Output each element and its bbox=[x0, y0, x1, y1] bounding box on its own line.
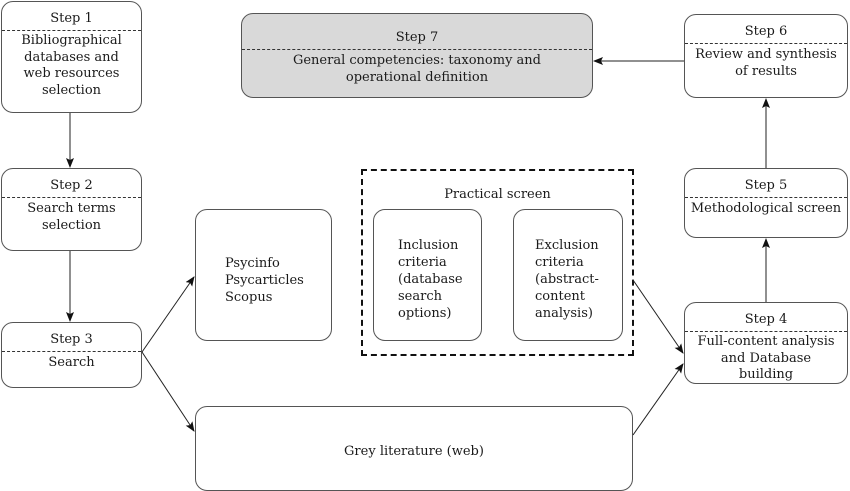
step1-box: Step 1 Bibliographical databases and web… bbox=[1, 1, 142, 113]
step3-body: Search bbox=[48, 355, 95, 370]
databases-box: Psycinfo Psycarticles Scopus bbox=[195, 209, 332, 341]
step7-body: General competencies: taxonomy and opera… bbox=[292, 53, 542, 85]
arrow-grey-literature-to-step4 bbox=[632, 363, 684, 436]
step2-body: Search terms selection bbox=[27, 201, 116, 233]
exclusion-criteria-box: Exclusion criteria (abstract-content ana… bbox=[513, 209, 623, 341]
step4-body: Full-content analysis and Database build… bbox=[697, 334, 835, 382]
step6-title: Step 6 bbox=[685, 15, 847, 44]
databases-list: Psycinfo Psycarticles Scopus bbox=[225, 255, 304, 306]
step6-box: Step 6 Review and synthesis of results bbox=[684, 14, 848, 98]
grey-literature-box: Grey literature (web) bbox=[195, 406, 633, 491]
database-psycinfo: Psycinfo bbox=[225, 256, 280, 271]
arrow-step3-to-databases bbox=[141, 276, 195, 353]
step1-body: Bibliographical databases and web resour… bbox=[21, 33, 122, 98]
database-scopus: Scopus bbox=[225, 290, 273, 305]
step3-title: Step 3 bbox=[2, 323, 141, 352]
practical-screen-frame: Practical screen bbox=[361, 169, 634, 356]
step7-title: Step 7 bbox=[242, 14, 592, 50]
database-psycarticles: Psycarticles bbox=[225, 273, 304, 288]
step5-box: Step 5 Methodological screen bbox=[684, 168, 848, 238]
step2-title: Step 2 bbox=[2, 169, 141, 198]
step7-box: Step 7 General competencies: taxonomy an… bbox=[241, 13, 593, 98]
grey-literature-label: Grey literature (web) bbox=[344, 444, 484, 459]
step3-box: Step 3 Search bbox=[1, 322, 142, 388]
step4-box: Step 4 Full-content analysis and Databas… bbox=[684, 302, 848, 384]
step5-title: Step 5 bbox=[685, 169, 847, 198]
inclusion-criteria-box: Inclusion criteria (database search opti… bbox=[373, 209, 482, 341]
inclusion-criteria-label: Inclusion criteria (database search opti… bbox=[398, 238, 463, 321]
step5-body: Methodological screen bbox=[690, 201, 842, 216]
step1-title: Step 1 bbox=[2, 2, 141, 31]
arrow-practical-screen-to-step4 bbox=[632, 279, 684, 354]
exclusion-criteria-label: Exclusion criteria (abstract-content ana… bbox=[535, 238, 599, 321]
step4-title: Step 4 bbox=[685, 303, 847, 332]
arrow-step3-to-grey-literature bbox=[141, 351, 195, 432]
step6-body: Review and synthesis of results bbox=[695, 47, 837, 79]
practical-screen-title: Practical screen bbox=[444, 187, 551, 202]
step2-box: Step 2 Search terms selection bbox=[1, 168, 142, 251]
